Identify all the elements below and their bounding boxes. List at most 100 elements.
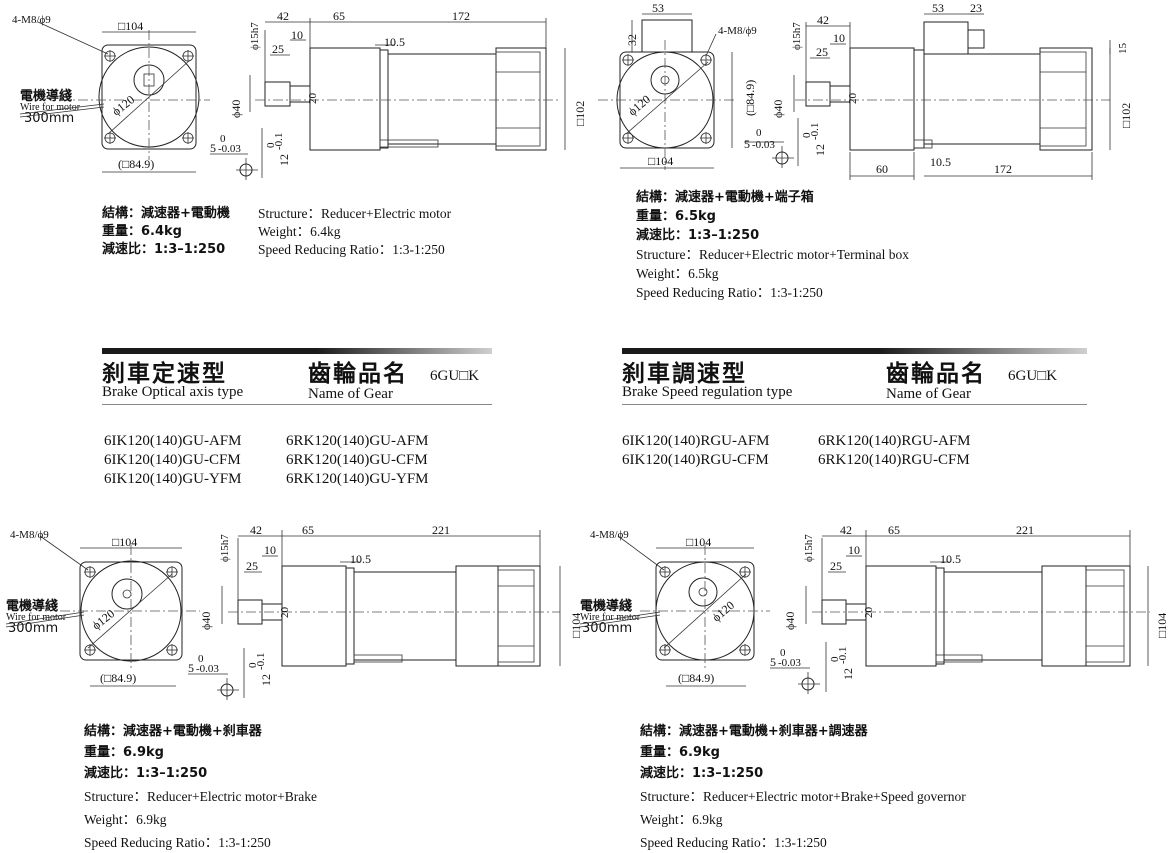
pcd-label: ϕ120 <box>709 598 737 624</box>
dim-42: 42 <box>817 13 829 27</box>
wire-length-label: 300mm <box>8 621 58 636</box>
square-104-label: □104 <box>112 535 137 549</box>
wire-label-en: Wire for motor <box>20 102 81 113</box>
spec-ratio-en: Speed Reducing Ratio：1:3-1:250 <box>640 835 827 850</box>
dim-15: 15 <box>1117 43 1129 55</box>
section-header-left: 刹車定速型 齒輪品名 6GU□K Brake Optical axis type… <box>102 348 492 408</box>
spec-weight-en: Weight：6.9kg <box>84 812 167 827</box>
dim-65: 65 <box>888 523 900 537</box>
shaft-dia-label: ϕ15h7 <box>803 534 815 562</box>
drawing-top-right: 53 32 4-M8/ϕ9 ϕ120 (□84.9) □104 <box>598 1 1133 180</box>
dim-42: 42 <box>250 523 262 537</box>
dim-25: 25 <box>246 559 258 573</box>
model-name: 6RK120(140)GU-YFM <box>286 471 429 487</box>
gear-code: 6GU□K <box>430 368 480 384</box>
spec-ratio-zh: 減速比：1:3–1:250 <box>640 766 764 781</box>
key-width-tol-low: -0.03 <box>196 663 219 675</box>
section-title-zh: 刹車調速型 <box>622 361 747 387</box>
dim-25: 25 <box>272 42 284 56</box>
wire-label-zh: 電機導綫 <box>6 598 58 614</box>
key-depth: 12 <box>277 154 291 166</box>
key-width: 5 <box>188 661 194 675</box>
specs-top-right: 結構：減速器+電動機+端子箱 重量：6.5kg 減速比：1:3–1:250 St… <box>636 188 909 302</box>
shaft-dia-label: ϕ15h7 <box>249 22 261 50</box>
spec-weight-en: Weight：6.5kg <box>636 266 719 281</box>
header-underline <box>622 404 1087 405</box>
square-104-label: □104 <box>648 154 673 168</box>
front-view: 53 32 4-M8/ϕ9 ϕ120 (□84.9) □104 <box>598 1 757 170</box>
bolt-hole-label: 4-M8/ϕ9 <box>12 14 51 26</box>
model-name: 6RK120(140)GU-CFM <box>286 452 428 468</box>
key-width: 5 <box>210 141 216 155</box>
shaft-dia-label: ϕ15h7 <box>219 534 231 562</box>
spec-structure-en: Structure：Reducer+Electric motor <box>258 206 452 221</box>
key-depth-tol-up: 0 <box>247 662 259 668</box>
spec-weight-zh: 重量：6.9kg <box>84 745 164 760</box>
dim-10: 10 <box>291 28 303 42</box>
dim-65: 65 <box>333 9 345 23</box>
specs-bottom-left: 結構：減速器+電動機+刹車器 重量：6.9kg 減速比：1:3–1:250 St… <box>84 721 317 853</box>
model-name: 6RK120(140)RGU-CFM <box>818 452 970 468</box>
model-name: 6IK120(140)RGU-AFM <box>622 433 770 449</box>
key-width-tol-up: 0 <box>756 127 762 139</box>
dim-10-5: 10.5 <box>350 552 371 566</box>
model-name: 6IK120(140)RGU-CFM <box>622 452 769 468</box>
section-header-right: 刹車調速型 齒輪品名 6GU□K Brake Speed regulation … <box>622 348 1087 408</box>
dim-25: 25 <box>830 559 842 573</box>
drawing-bottom-right: 4-M8/ϕ9 □104 (□84.9) ϕ120 電機導綫 Wire for … <box>579 523 1169 694</box>
section-title-en: Brake Optical axis type <box>102 384 244 400</box>
spec-ratio-zh: 減速比：1:3–1:250 <box>84 766 208 781</box>
key-width-tol-up: 0 <box>780 647 786 659</box>
spec-structure-zh: 結構：減速器+電動機+刹車器+調速器 <box>640 724 868 739</box>
height-label: □102 <box>1119 103 1133 128</box>
square-84-label: (□84.9) <box>100 671 136 685</box>
square-104-label: □104 <box>118 19 143 33</box>
section-title-en: Brake Speed regulation type <box>622 384 793 400</box>
wire-label-zh: 電機導綫 <box>20 88 72 104</box>
dim-53b: 53 <box>932 1 944 15</box>
key-depth: 12 <box>813 144 827 156</box>
dim-60: 60 <box>876 162 888 176</box>
dim-32: 32 <box>625 34 639 46</box>
dim-53: 53 <box>652 1 664 15</box>
spec-ratio-en: Speed Reducing Ratio：1:3-1:250 <box>636 285 823 300</box>
dim-42: 42 <box>277 9 289 23</box>
wire-label-en: Wire for motor <box>6 612 67 623</box>
flange-dia-label: ϕ40 <box>199 612 213 630</box>
height-label: □102 <box>573 101 587 126</box>
side-view: 42 25 10 53 23 15 ϕ15h7 ϕ40 20 □102 60 1… <box>771 1 1133 180</box>
model-name: 6IK120(140)GU-CFM <box>104 452 241 468</box>
key-width: 5 <box>770 655 776 669</box>
dim-length: 172 <box>994 162 1012 176</box>
dim-10: 10 <box>848 543 860 557</box>
model-list-right-col1: 6IK120(140)RGU-AFM 6IK120(140)RGU-CFM <box>622 432 770 470</box>
key-detail: 5 0 -0.03 12 0 -0.1 <box>770 642 855 694</box>
side-view: 42 65 172 25 10 10.5 ϕ15h7 ϕ40 20 □102 <box>229 9 587 151</box>
pcd-label: ϕ120 <box>89 606 117 632</box>
key-depth-tol-up: 0 <box>829 656 841 662</box>
wire-label-en: Wire for motor <box>580 612 641 623</box>
spec-ratio-zh: 減速比：1:3–1:250 <box>636 228 760 243</box>
square-84-label: (□84.9) <box>743 80 757 116</box>
drawing-top-left: 4-M8/ϕ9 □104 (□84.9) ϕ120 電機導綫 Wire for … <box>12 9 587 180</box>
dim-10: 10 <box>264 543 276 557</box>
spec-structure-zh: 結構：減速器+電動機+刹車器 <box>84 724 262 739</box>
square-84-label: (□84.9) <box>118 157 154 171</box>
model-list-left-col2: 6RK120(140)GU-AFM 6RK120(140)GU-CFM 6RK1… <box>286 432 429 489</box>
header-bar <box>622 348 1087 354</box>
key-detail: 5 0 -0.03 12 0 -0.1 <box>188 648 273 700</box>
gear-title-zh: 齒輪品名 <box>308 361 408 387</box>
height-label: □104 <box>569 613 583 638</box>
dim-10-5: 10.5 <box>940 552 961 566</box>
pcd-label: ϕ120 <box>109 92 137 118</box>
dim-20: 20 <box>863 607 875 619</box>
section-title-zh: 刹車定速型 <box>102 361 227 387</box>
key-depth: 12 <box>841 668 855 680</box>
dim-length: 221 <box>432 523 450 537</box>
pcd-label: ϕ120 <box>625 92 653 118</box>
side-view: 42 65 221 25 10 10.5 ϕ15h7 ϕ40 20 □104 <box>783 523 1169 667</box>
dim-65: 65 <box>302 523 314 537</box>
dim-10-5: 10.5 <box>384 35 405 49</box>
model-name: 6IK120(140)GU-YFM <box>104 471 242 487</box>
